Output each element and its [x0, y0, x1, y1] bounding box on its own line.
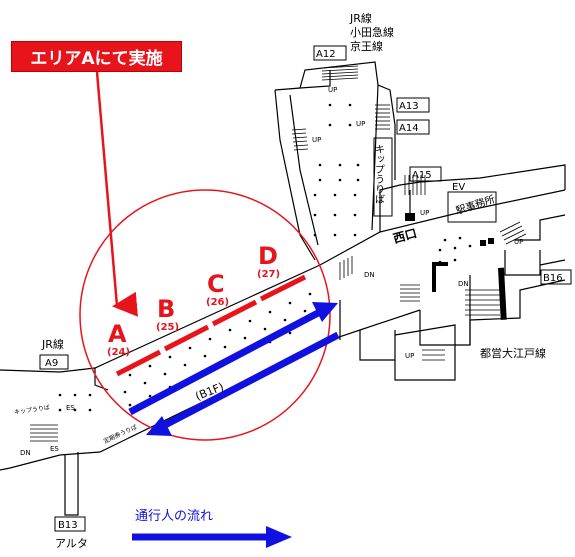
label-up-tower: UP	[312, 136, 321, 144]
segment-a	[115, 349, 162, 377]
label-es-2: ES	[50, 445, 59, 453]
label-up-a12: UP	[328, 86, 337, 94]
label-kippu-uriba-small: キップうりば	[14, 403, 51, 416]
stair-a12	[321, 65, 359, 81]
flow-line-east	[128, 309, 320, 416]
exit-box-a12	[313, 45, 347, 61]
segment-b	[163, 324, 210, 352]
exit-a15: A15	[412, 170, 432, 181]
exit-a14: A14	[399, 123, 419, 134]
exit-box-a14	[396, 119, 430, 135]
legend-flow-label: 通行人の流れ	[135, 509, 213, 524]
label-up-a15: UP	[420, 209, 429, 217]
stair-a13	[375, 104, 390, 130]
label-es-1: ES	[66, 404, 75, 412]
label-up-center: UP	[405, 352, 414, 360]
legend-arrow-head	[266, 526, 292, 548]
line-toei-oedo: 都営大江戸線	[480, 346, 546, 360]
exit-a12: A12	[316, 49, 336, 60]
label-west-exit: 西口	[392, 226, 419, 246]
area-letter-b: B	[157, 295, 175, 323]
label-dn-west: DN	[364, 271, 375, 279]
exit-boxes	[39, 45, 572, 532]
label-ev: EV	[452, 182, 465, 193]
area-number-d: (27)	[257, 269, 280, 280]
flow-line-west	[163, 331, 340, 429]
map-walls	[0, 61, 566, 516]
banner-arrow	[95, 71, 138, 317]
area-letter-a: A	[108, 320, 127, 348]
area-number-b: (25)	[156, 322, 179, 333]
line-keio: 京王線	[350, 39, 383, 53]
exit-box-a9	[39, 354, 69, 370]
segment-c	[211, 299, 258, 327]
pillars	[405, 213, 507, 320]
area-segments	[115, 274, 307, 377]
exit-a13: A13	[399, 101, 419, 112]
area-number-a: (24)	[107, 347, 130, 358]
stair-west	[339, 256, 353, 280]
label-kippu-uriba: キップうりば	[373, 144, 385, 204]
stairs	[30, 65, 527, 442]
area-labels: A (24) B (25) C (26) D (27)	[107, 242, 280, 358]
stair-center-dn	[400, 284, 420, 302]
exit-box-b16	[540, 269, 572, 285]
label-alta: アルタ	[55, 537, 88, 550]
area-a-banner: エリアAにて実施	[11, 41, 182, 72]
office-box	[447, 191, 497, 223]
stair-b16	[499, 221, 527, 245]
stair-oedo	[465, 289, 500, 316]
area-letter-c: C	[207, 270, 225, 298]
label-up-b16: UP	[514, 238, 523, 246]
map-text: JR線 小田急線 京王線 A12 A13 A14 A15 A9 B16 B13 …	[14, 11, 563, 550]
stair-lower-center	[422, 344, 445, 361]
exit-box-a15	[409, 166, 442, 182]
area-number-c: (26)	[206, 297, 229, 308]
kippu-box	[373, 137, 393, 217]
exit-a9: A9	[45, 358, 58, 369]
exit-b13: B13	[58, 520, 78, 531]
stair-left-tower	[291, 128, 309, 151]
exit-box-b13	[54, 516, 86, 532]
flow-arrows	[128, 302, 340, 548]
flow-head-east	[312, 302, 338, 322]
line-jr: JR線	[349, 11, 372, 25]
line-jr-left: JR線	[41, 337, 64, 351]
label-station-office: 駅事務所	[454, 192, 496, 217]
exit-b16: B16	[543, 273, 563, 284]
pillar-dots	[58, 103, 472, 412]
stair-a15	[404, 175, 426, 195]
label-dn-oedo: DN	[458, 280, 469, 288]
area-a-circle	[79, 189, 331, 441]
segment-d	[259, 274, 307, 302]
area-letter-d: D	[258, 242, 278, 270]
flow-head-west	[146, 416, 172, 436]
exit-box-a13	[396, 97, 430, 113]
line-odakyu: 小田急線	[350, 25, 394, 39]
label-dn-left: DN	[20, 449, 31, 457]
stair-left-es	[30, 424, 58, 442]
label-up-a13: UP	[356, 120, 365, 128]
